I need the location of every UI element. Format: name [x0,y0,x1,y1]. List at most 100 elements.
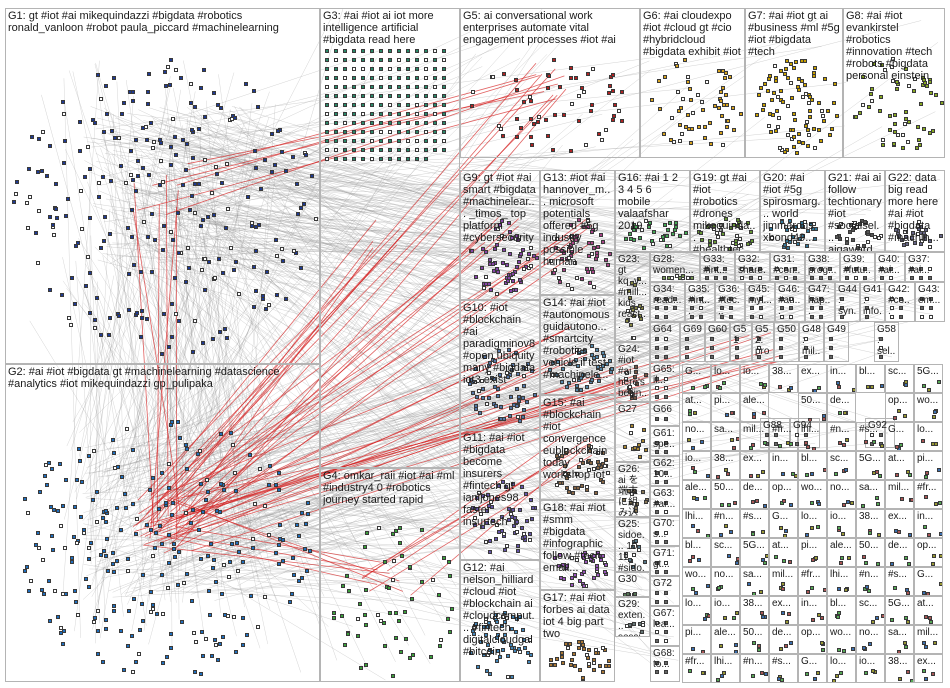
node[interactable] [820,113,825,118]
node[interactable] [632,335,637,340]
node[interactable] [924,495,928,500]
group-g14[interactable]: G14: #ai #iot #autonomous guidautono... … [540,295,615,395]
node[interactable] [778,646,783,651]
node[interactable] [370,157,374,161]
node[interactable] [150,554,155,559]
small-group-cell[interactable]: G... [914,567,943,596]
node[interactable] [931,554,936,559]
node[interactable] [287,599,292,604]
node[interactable] [162,224,167,229]
node[interactable] [897,677,902,682]
node[interactable] [34,230,39,235]
node[interactable] [185,142,190,147]
node[interactable] [300,510,305,515]
node[interactable] [664,540,668,544]
node[interactable] [126,226,131,230]
node[interactable] [779,337,783,341]
node[interactable] [75,540,80,545]
node[interactable] [185,446,190,451]
node[interactable] [25,565,30,570]
node[interactable] [334,139,338,143]
node[interactable] [580,484,585,489]
node[interactable] [151,607,156,612]
node[interactable] [579,276,584,281]
node[interactable] [48,504,53,509]
node[interactable] [643,447,648,452]
node[interactable] [230,542,235,547]
group-g42[interactable]: G42: #co... [885,282,915,322]
node[interactable] [889,276,893,280]
small-group-cell[interactable]: lo... [682,596,711,625]
node[interactable] [228,559,233,564]
node[interactable] [557,279,562,284]
node[interactable] [226,207,231,212]
node[interactable] [274,292,279,297]
node[interactable] [514,233,519,238]
node[interactable] [198,556,203,561]
node[interactable] [383,643,388,648]
node[interactable] [48,288,53,293]
node[interactable] [507,221,512,226]
node[interactable] [251,305,256,310]
node[interactable] [249,223,254,228]
node[interactable] [370,85,374,89]
node[interactable] [177,251,182,256]
node[interactable] [138,628,142,633]
node[interactable] [370,94,374,98]
node[interactable] [110,550,115,555]
node[interactable] [531,122,536,127]
node[interactable] [363,613,368,618]
node[interactable] [777,115,782,120]
node[interactable] [352,67,356,71]
node[interactable] [829,346,833,350]
node[interactable] [356,617,361,622]
node[interactable] [438,637,443,642]
node[interactable] [148,121,153,126]
node[interactable] [343,49,347,53]
node[interactable] [488,257,493,262]
node[interactable] [129,149,134,154]
node[interactable] [183,279,188,284]
node[interactable] [723,467,728,472]
node[interactable] [28,194,33,199]
node[interactable] [683,124,688,129]
node[interactable] [903,66,908,71]
node[interactable] [358,602,363,607]
small-group-cell[interactable]: io... [856,654,885,683]
node[interactable] [655,337,659,341]
node[interactable] [714,276,718,280]
node[interactable] [797,132,802,137]
node[interactable] [812,677,817,682]
node[interactable] [275,128,280,133]
node[interactable] [352,139,356,143]
node[interactable] [297,579,302,584]
node[interactable] [397,121,401,125]
node[interactable] [228,430,233,435]
small-group-cell[interactable]: lhi... [827,567,856,596]
node[interactable] [492,376,497,381]
node[interactable] [511,278,516,283]
node[interactable] [759,589,764,594]
node[interactable] [716,105,721,110]
node[interactable] [277,537,282,542]
node[interactable] [897,409,902,414]
node[interactable] [127,307,132,312]
node[interactable] [442,148,446,152]
node[interactable] [147,487,152,492]
node[interactable] [529,142,534,147]
node[interactable] [397,85,401,89]
small-group-cell[interactable]: de... [885,538,914,567]
node[interactable] [334,49,338,53]
node[interactable] [904,555,909,560]
node[interactable] [135,517,140,522]
node[interactable] [73,243,78,248]
node[interactable] [44,462,49,467]
node[interactable] [820,640,825,645]
small-group-cell[interactable]: ale... [711,625,740,654]
node[interactable] [696,125,701,130]
group-g11[interactable]: G11: #ai #iot #bigdata become insurers #… [460,430,540,560]
node[interactable] [205,215,210,220]
node[interactable] [114,505,119,510]
node[interactable] [928,276,932,280]
group-g31[interactable]: G31: #con... [770,252,805,282]
